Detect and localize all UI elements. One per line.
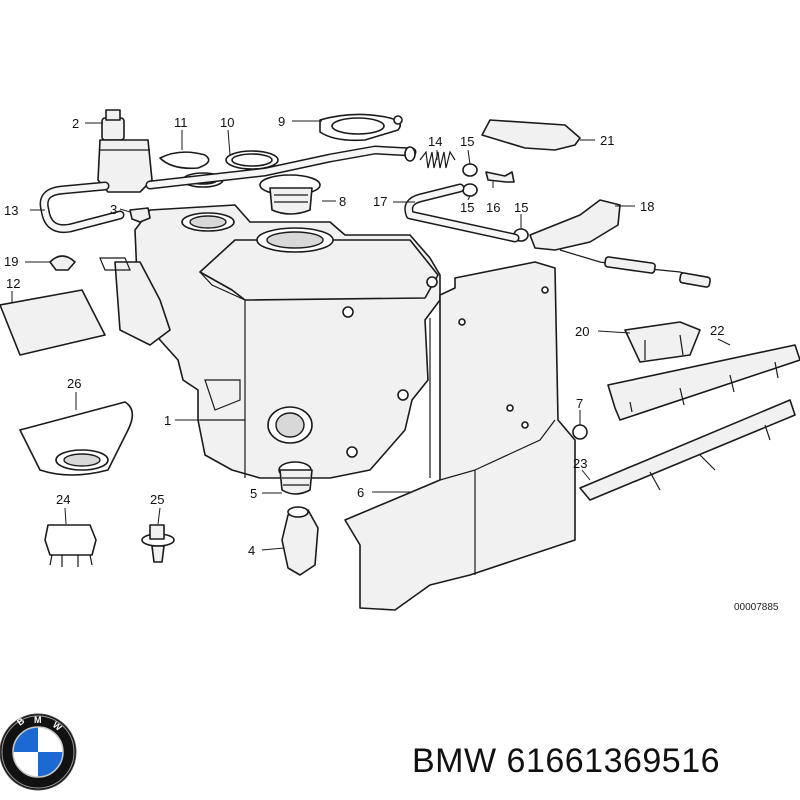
plug: [49, 255, 76, 271]
grommet: [129, 207, 151, 223]
bracket-25: [19, 401, 134, 476]
bracket-21: [624, 321, 701, 363]
callout-10: 10: [220, 115, 234, 130]
callout-21: 20: [575, 324, 589, 339]
reference-number: 00007885: [734, 602, 779, 613]
valve-4: [281, 506, 319, 576]
callout-24: 24: [56, 492, 70, 507]
callout-7: 7: [576, 396, 583, 411]
callout-4: 4: [248, 543, 255, 558]
callout-20: 19: [4, 254, 18, 269]
washer-tank: [99, 204, 441, 479]
callout-23: 23: [573, 456, 587, 471]
nozzle-bracket: [481, 119, 581, 151]
washer-pump: [97, 109, 153, 193]
rivet-26: [141, 524, 175, 563]
callout-22: 22: [710, 323, 724, 338]
callout-26: 25: [150, 492, 164, 507]
callout-9: 9: [278, 114, 285, 129]
filler-neck: [259, 174, 321, 215]
hose-long: [145, 145, 417, 190]
tank-shield: [344, 261, 576, 611]
callout-25: 26: [67, 376, 81, 391]
hose-17: [404, 183, 520, 243]
callout-labels: 2 11 10 9 13 3 19 12 14 15 15 16 15 17 2…: [4, 114, 779, 613]
callout-1: 1: [164, 413, 171, 428]
callout-17: 17: [373, 194, 387, 209]
pad: [0, 289, 106, 356]
svg-text:B: B: [15, 715, 27, 727]
callout-14: 14: [428, 134, 442, 149]
callout-6: 6: [357, 485, 364, 500]
nozzle-assembly: [529, 199, 711, 288]
callout-19: 21: [600, 133, 614, 148]
hose-elbow: [278, 461, 313, 495]
bmw-logo: B M W: [0, 713, 77, 791]
callout-11: 11: [174, 115, 188, 130]
callout-16: 16: [486, 200, 500, 215]
callout-13: 13: [4, 203, 18, 218]
seals: [159, 113, 403, 188]
callout-15-a: 15: [460, 134, 474, 149]
leader-lines: [11, 120, 731, 551]
callout-8: 8: [339, 194, 346, 209]
callout-5: 5: [250, 486, 257, 501]
callout-3: 3: [110, 202, 117, 217]
rail-23: [579, 399, 796, 501]
callout-2: 2: [72, 116, 79, 131]
callout-18: 18: [640, 199, 654, 214]
bolt: [572, 424, 588, 440]
callout-15-b: 15: [460, 200, 474, 215]
part-number-caption: BMW 61661369516: [412, 742, 721, 780]
clip-24: [44, 524, 97, 567]
callout-12: 12: [6, 276, 20, 291]
callout-15-c: 15: [514, 200, 528, 215]
svg-text:M: M: [34, 715, 42, 725]
rail-22: [607, 344, 800, 421]
